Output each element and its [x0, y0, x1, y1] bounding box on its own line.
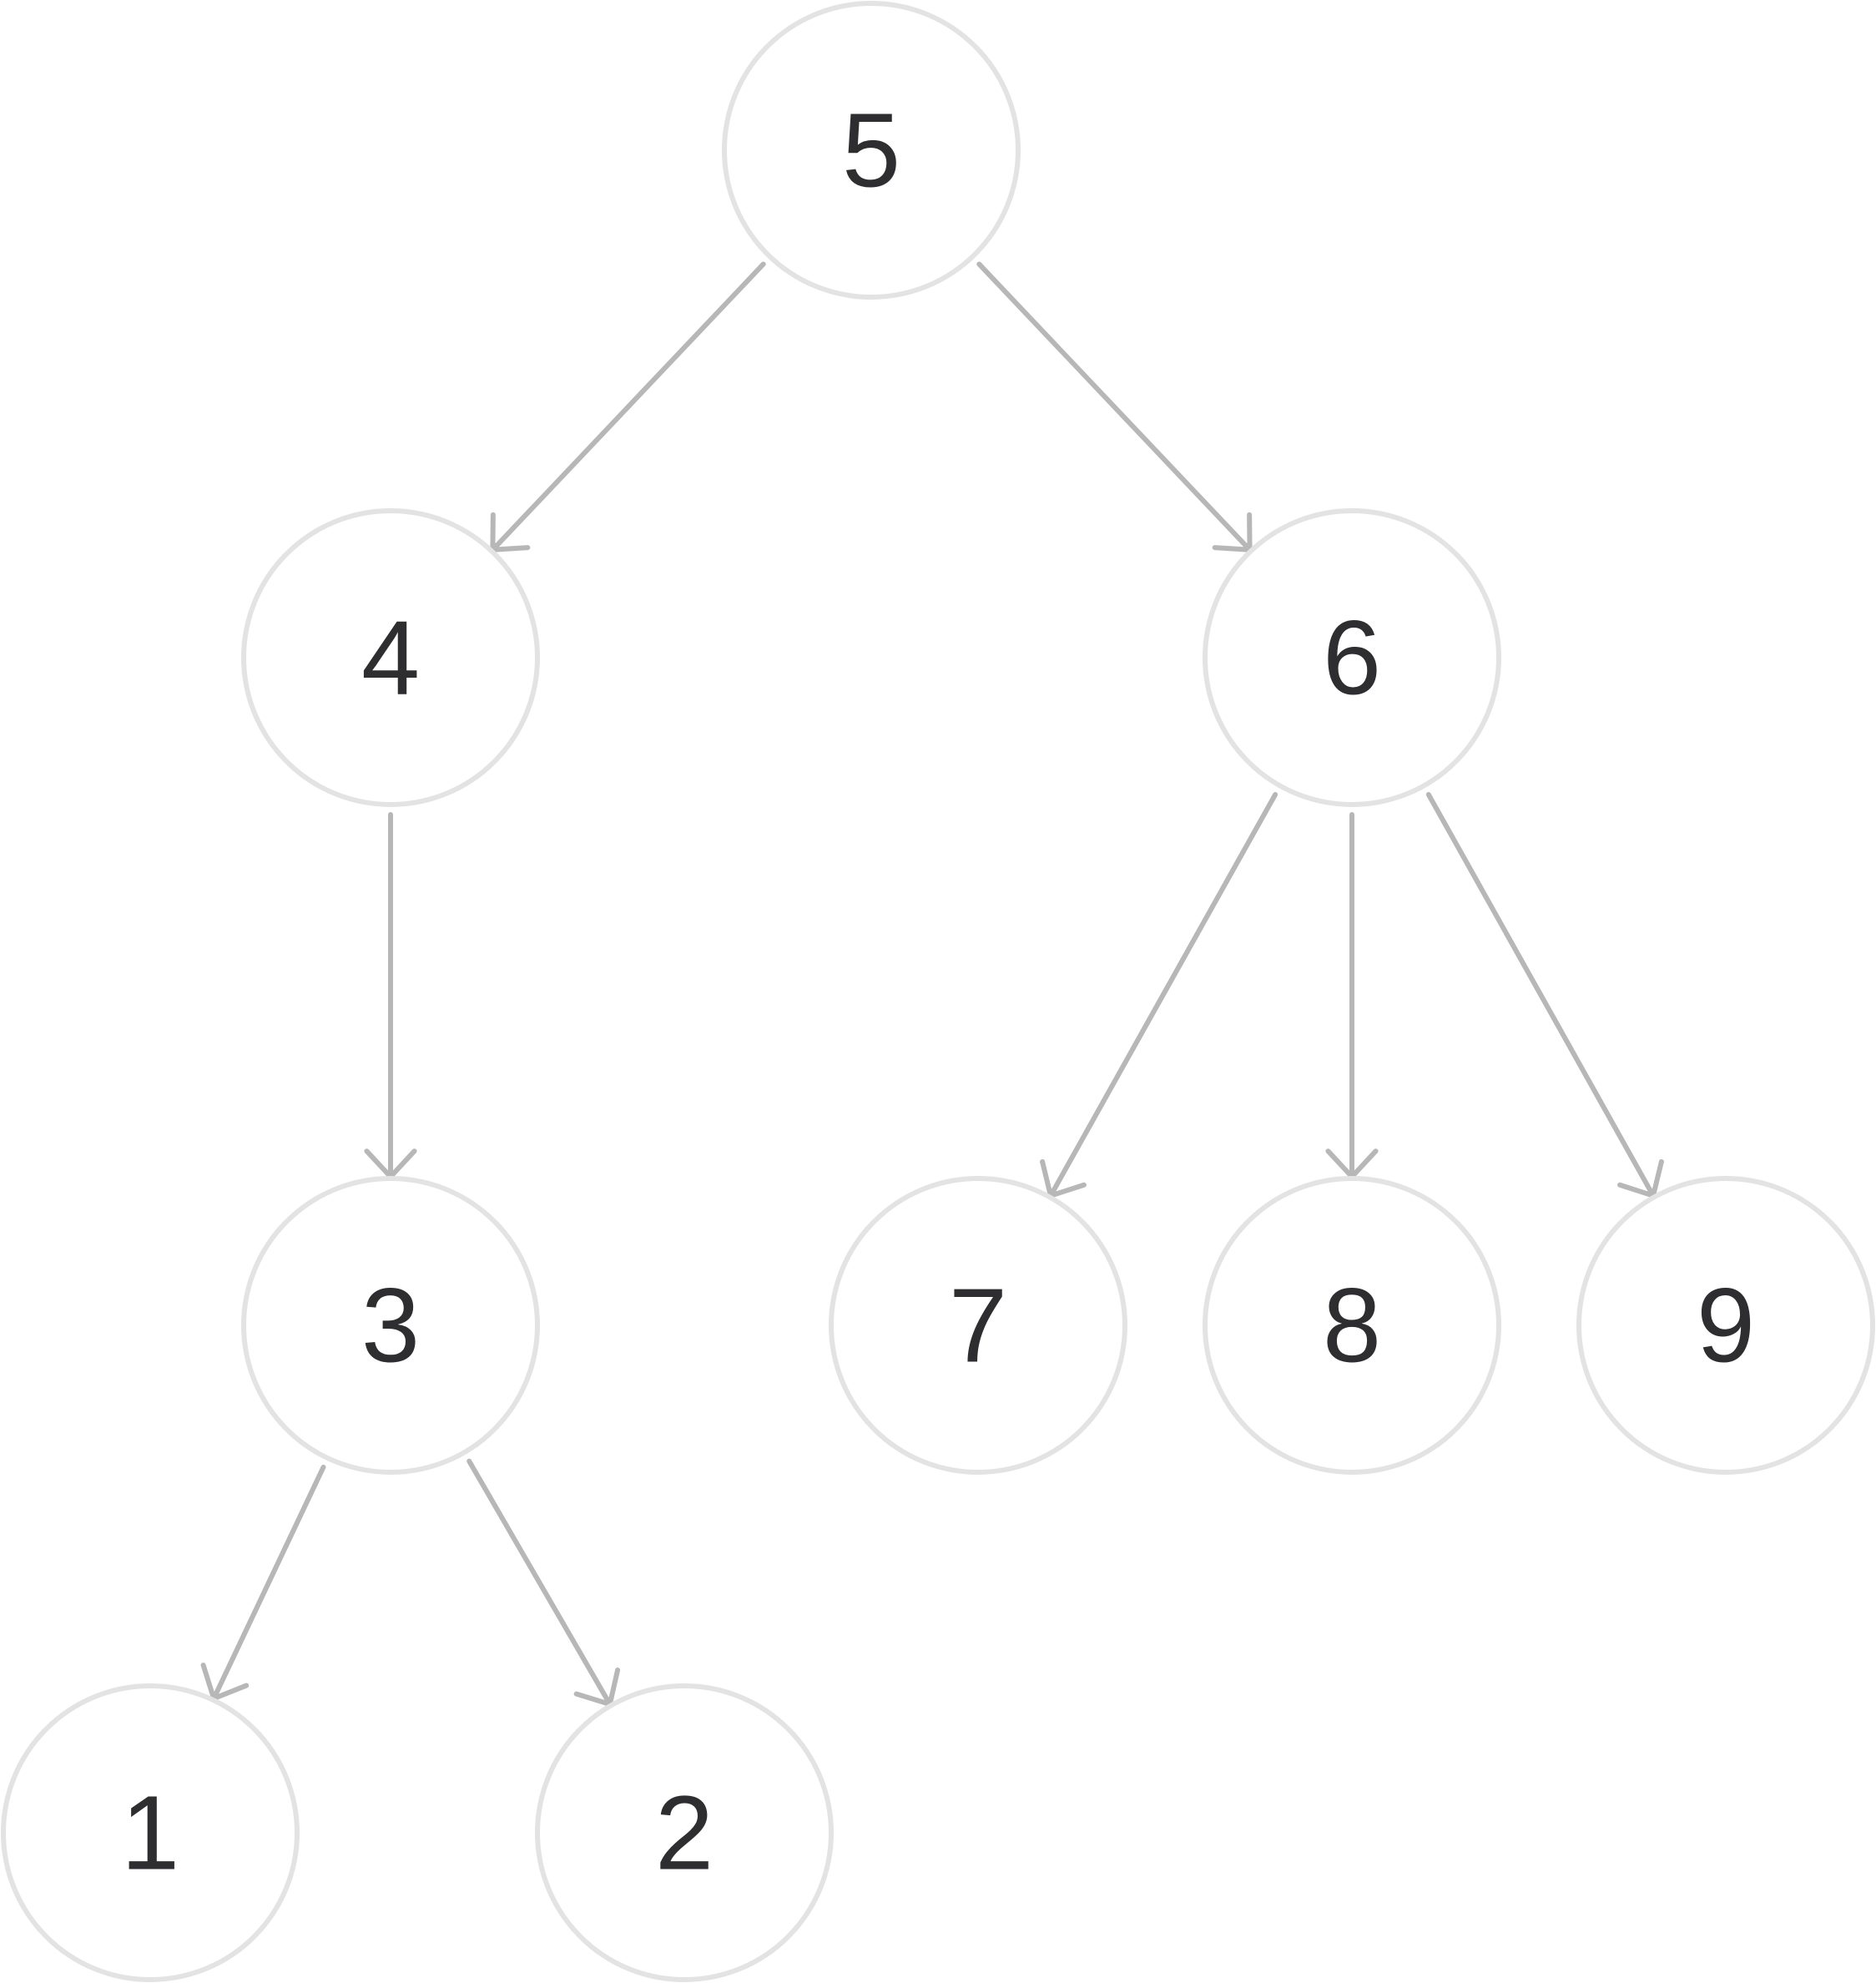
arrowhead-icon: [1040, 1158, 1087, 1198]
edge-line: [490, 261, 766, 553]
tree-node-9: 9: [1576, 1176, 1875, 1475]
tree-node-7: 7: [829, 1176, 1127, 1475]
edge-n3-n2: [466, 1458, 621, 1707]
node-circle: [1, 1683, 300, 1982]
node-circle: [1203, 508, 1501, 807]
tree-node-2: 2: [535, 1683, 834, 1982]
node-label: 2: [655, 1774, 714, 1892]
node-circle: [1576, 1176, 1875, 1475]
node-label: 3: [361, 1267, 420, 1385]
edge-n4-n3: [364, 812, 417, 1179]
node-label: 6: [1323, 599, 1381, 717]
node-circle: [829, 1176, 1127, 1475]
tree-node-3: 3: [241, 1176, 540, 1475]
node-label: 4: [361, 599, 420, 717]
node-circle: [722, 1, 1021, 300]
edges-layer: [200, 261, 1664, 1707]
arrowhead-icon: [573, 1667, 621, 1707]
tree-node-6: 6: [1203, 508, 1501, 807]
node-label: 9: [1697, 1267, 1755, 1385]
edge-n6-n9: [1425, 792, 1664, 1198]
tree-node-1: 1: [1, 1683, 300, 1982]
node-label: 5: [842, 92, 900, 209]
edge-n6-n7: [1040, 792, 1278, 1198]
node-circle: [1203, 1176, 1501, 1475]
node-circle: [535, 1683, 834, 1982]
node-label: 1: [121, 1774, 179, 1892]
edge-line: [976, 261, 1253, 553]
node-circle: [241, 1176, 540, 1475]
edge-line: [466, 1458, 613, 1707]
edge-n5-n4: [490, 261, 766, 553]
node-circle: [241, 508, 540, 807]
edge-line: [1425, 792, 1657, 1198]
edge-n3-n1: [200, 1464, 326, 1702]
edge-line: [1047, 792, 1278, 1198]
arrowhead-icon: [1617, 1158, 1664, 1198]
edge-n5-n6: [976, 261, 1253, 553]
node-label: 7: [949, 1267, 1007, 1385]
tree-node-4: 4: [241, 508, 540, 807]
tree-node-5: 5: [722, 1, 1021, 300]
node-label: 8: [1323, 1267, 1381, 1385]
tree-node-8: 8: [1203, 1176, 1501, 1475]
edge-n6-n8: [1325, 812, 1379, 1179]
edge-line: [211, 1464, 326, 1702]
